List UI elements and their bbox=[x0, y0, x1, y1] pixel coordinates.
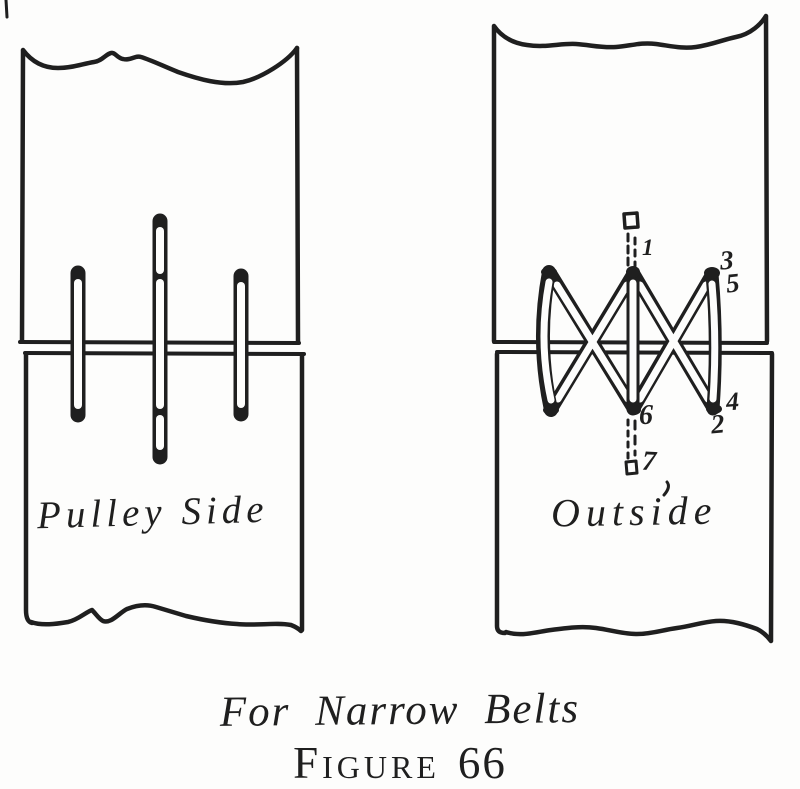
left-belt-drawing bbox=[18, 45, 306, 634]
belt-torn-edge bbox=[28, 603, 304, 634]
belt-edge bbox=[494, 351, 508, 636]
belt-edge bbox=[763, 14, 770, 344]
point-label-4: 4 bbox=[724, 386, 740, 417]
belt-torn-edge bbox=[20, 45, 300, 86]
belt-torn-edge bbox=[503, 618, 774, 644]
figure-number: 66 bbox=[457, 738, 507, 788]
right-belt-upper-piece bbox=[491, 13, 770, 344]
belt-edge bbox=[768, 351, 775, 643]
scan-artifact-mark bbox=[4, 0, 9, 19]
lacing-vertical-strands bbox=[536, 265, 722, 417]
hidden-lace-end-top bbox=[622, 211, 640, 268]
right-belt-lower-piece bbox=[494, 351, 775, 644]
point-label-1: 1 bbox=[642, 235, 654, 260]
lace-end-square bbox=[624, 459, 639, 476]
pen-flick-mark bbox=[662, 480, 670, 497]
point-label-5: 5 bbox=[724, 267, 741, 299]
hidden-lace-end-bottom bbox=[624, 418, 639, 476]
belt-torn-edge bbox=[491, 13, 769, 50]
point-label-6: 6 bbox=[639, 400, 653, 431]
point-label-2: 2 bbox=[709, 408, 726, 440]
pulley-side-label: Pulley Side bbox=[36, 487, 270, 538]
belt-edge bbox=[23, 352, 35, 626]
point-label-7: 7 bbox=[641, 445, 657, 478]
belt-edge bbox=[294, 45, 301, 344]
figure-word: Figure bbox=[293, 738, 440, 788]
left-belt-lower-piece bbox=[23, 352, 305, 634]
left-belt-upper-piece bbox=[19, 45, 301, 344]
right-belt-drawing bbox=[491, 13, 775, 644]
lace-hole-knots bbox=[541, 266, 722, 415]
lacing-diagonal-strands bbox=[544, 267, 720, 415]
belt-edge bbox=[19, 48, 26, 344]
lace-end-square bbox=[622, 211, 640, 230]
outside-label: Outside bbox=[550, 487, 718, 536]
pulley-side-stitches bbox=[70, 213, 249, 465]
figure-caption-title: For Narrow Belts bbox=[219, 685, 581, 736]
figure-caption-number: Figure 66 bbox=[0, 737, 800, 789]
